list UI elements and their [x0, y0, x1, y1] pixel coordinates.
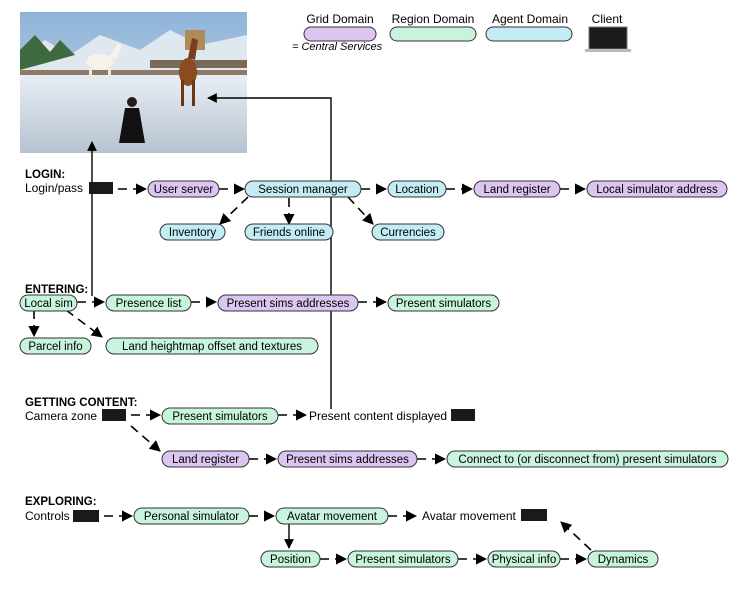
virtual-world-screenshot-icon	[20, 12, 247, 153]
svg-text:Presence list: Presence list	[116, 298, 183, 310]
legend-grid-swatch	[303, 26, 377, 42]
login-source-label: Login/pass	[25, 181, 83, 195]
edge	[65, 309, 103, 338]
node-location: Location	[387, 180, 447, 198]
content-client-icon	[451, 409, 475, 421]
node-land-register-content: Land register	[161, 450, 250, 468]
svg-text:Session manager: Session manager	[258, 184, 348, 196]
legend-agent-swatch	[485, 26, 573, 42]
svg-text:Avatar movement: Avatar movement	[287, 511, 378, 523]
central-services-note: = Central Services	[292, 41, 383, 53]
node-layer: User server Session manager Location Lan…	[19, 180, 729, 568]
node-currencies: Currencies	[371, 223, 445, 241]
legend-agent-label: Agent Domain	[492, 12, 568, 26]
getting-content-source-label: Camera zone	[25, 409, 97, 423]
node-inventory: Inventory	[159, 223, 226, 241]
entering-title: ENTERING:	[25, 284, 88, 296]
node-land-register-login: Land register	[473, 180, 561, 198]
svg-text:Local simulator address: Local simulator address	[596, 184, 718, 196]
edge	[560, 521, 592, 551]
legend-region-swatch	[389, 26, 477, 42]
node-land-heightmap: Land heightmap offset and textures	[105, 337, 319, 355]
node-local-sim: Local sim	[19, 294, 78, 312]
node-session-manager: Session manager	[244, 180, 362, 198]
edge	[130, 425, 161, 452]
svg-text:Parcel info: Parcel info	[28, 341, 82, 353]
login-title: LOGIN:	[25, 169, 65, 181]
legend-client-label: Client	[592, 12, 623, 26]
svg-text:Position: Position	[270, 554, 311, 566]
node-present-simulators-exploring: Present simulators	[347, 550, 459, 568]
node-local-simulator-address: Local simulator address	[586, 180, 728, 198]
svg-text:Land register: Land register	[172, 454, 239, 466]
svg-text:Land register: Land register	[483, 184, 550, 196]
edge	[219, 196, 249, 225]
node-friends-online: Friends online	[244, 223, 334, 241]
laptop-icon	[585, 26, 631, 52]
svg-text:Currencies: Currencies	[380, 227, 436, 239]
node-user-server: User server	[147, 180, 220, 198]
svg-text:Physical info: Physical info	[492, 554, 557, 566]
svg-text:Connect to (or disconnect from: Connect to (or disconnect from) present …	[458, 454, 716, 466]
svg-text:Inventory: Inventory	[169, 227, 217, 239]
avatar-movement-result-label: Avatar movement	[422, 509, 516, 523]
node-present-simulators-content: Present simulators	[161, 407, 279, 425]
content-result-label: Present content displayed	[309, 409, 447, 423]
svg-text:Personal simulator: Personal simulator	[144, 511, 239, 523]
svg-text:Present simulators: Present simulators	[396, 298, 491, 310]
node-present-simulators-entering: Present simulators	[387, 294, 500, 312]
movement-client-icon	[521, 509, 547, 521]
node-position: Position	[260, 550, 321, 568]
edge	[347, 196, 374, 225]
node-presence-list: Presence list	[105, 294, 192, 312]
node-present-sims-addresses-content: Present sims addresses	[277, 450, 418, 468]
svg-text:Land heightmap offset and text: Land heightmap offset and textures	[122, 341, 302, 353]
node-dynamics: Dynamics	[587, 550, 659, 568]
exploring-source-label: Controls	[25, 509, 70, 523]
svg-text:Dynamics: Dynamics	[598, 554, 649, 566]
svg-text:Present simulators: Present simulators	[172, 411, 267, 423]
exploring-title: EXPLORING:	[25, 496, 97, 508]
getting-content-title: GETTING CONTENT:	[25, 397, 137, 409]
camera-client-icon	[102, 409, 126, 421]
legend-grid-label: Grid Domain	[306, 12, 373, 26]
node-avatar-movement: Avatar movement	[275, 507, 389, 525]
legend: Grid Domain Region Domain Agent Domain C…	[292, 12, 631, 53]
login-client-icon	[89, 182, 113, 194]
controls-client-icon	[73, 510, 99, 522]
svg-text:Present sims addresses: Present sims addresses	[286, 454, 409, 466]
legend-region-label: Region Domain	[392, 12, 475, 26]
svg-text:Friends online: Friends online	[253, 227, 325, 239]
node-connect-present-simulators: Connect to (or disconnect from) present …	[446, 450, 729, 468]
node-present-sims-addresses-entering: Present sims addresses	[217, 294, 359, 312]
svg-text:Present sims addresses: Present sims addresses	[227, 298, 350, 310]
node-physical-info: Physical info	[487, 550, 561, 568]
svg-text:User server: User server	[154, 184, 214, 196]
node-parcel-info: Parcel info	[19, 337, 92, 355]
node-personal-simulator: Personal simulator	[133, 507, 250, 525]
svg-text:Location: Location	[395, 184, 438, 196]
svg-text:Present simulators: Present simulators	[355, 554, 450, 566]
svg-text:Local sim: Local sim	[24, 298, 73, 310]
